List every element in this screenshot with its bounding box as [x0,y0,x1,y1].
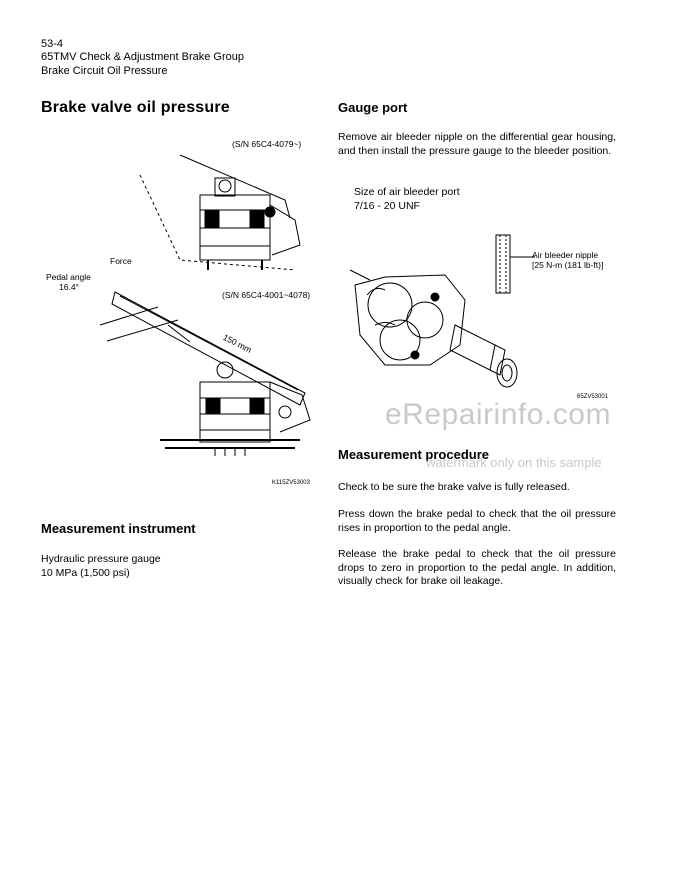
page-number: 53-4 [41,38,64,50]
serial-bottom-label: (S/N 65C4-4001~4078) [222,290,311,300]
gauge-port-text: Remove air bleeder nipple on the differe… [338,131,616,157]
procedure-p2: Press down the brake pedal to check that… [338,508,616,534]
instrument-line2: 10 MPa (1,500 psi) [41,567,130,579]
port-size-label: Size of air bleeder port [354,186,460,198]
watermark-note: watermark only on this sample [426,455,602,470]
differential-housing-diagram [345,225,535,405]
watermark-site: eRepairinfo.com [385,398,611,431]
nipple-label: Air bleeder nipple [532,250,599,260]
instrument-line1: Hydraulic pressure gauge [41,553,161,565]
serial-top-label: (S/N 65C4-4079~) [232,139,302,149]
procedure-p3: Release the brake pedal to check that th… [338,548,616,587]
page-title: Brake valve oil pressure [41,99,230,116]
nipple-torque: [25 N-m (181 lb-ft)] [532,260,604,270]
left-figure-code: K115ZV53003 [272,480,310,486]
instrument-heading: Measurement instrument [41,521,196,536]
procedure-heading: Measurement procedure [338,447,489,462]
brake-pedal-diagram [40,150,330,480]
section-title: Brake Circuit Oil Pressure [41,65,168,77]
gauge-port-heading: Gauge port [338,100,408,115]
force-label: Force [110,256,132,266]
procedure-p1: Check to be sure the brake valve is full… [338,481,570,493]
pedal-angle-label: Pedal angle [46,272,91,282]
right-figure-code: 65ZV53001 [577,394,609,400]
port-size-value: 7/16 - 20 UNF [354,200,420,212]
model-group-title: 65TMV Check & Adjustment Brake Group [41,51,244,63]
pedal-angle-value: 16.4° [59,282,79,292]
